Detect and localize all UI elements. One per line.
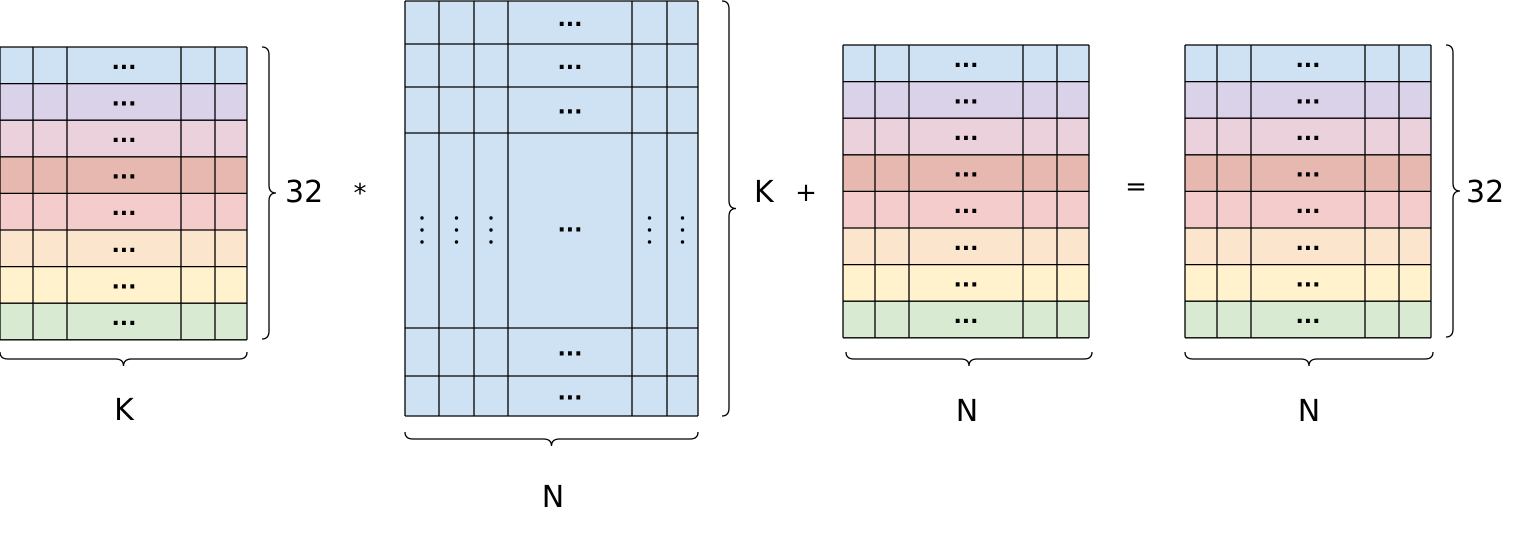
row-ellipsis: ··· [953, 310, 978, 335]
column-ellipsis-dot [647, 240, 652, 244]
matrix-row [0, 120, 247, 157]
row-ellipsis: ··· [111, 275, 136, 300]
column-ellipsis-dot [454, 228, 459, 232]
matrix-a-cols-label: K [114, 393, 135, 428]
matrix-row [1185, 45, 1431, 82]
braces [0, 0, 1461, 447]
matrix-row [843, 301, 1089, 338]
matrix-out: ··· ··· ··· ··· ··· ··· ··· ··· [1184, 44, 1432, 339]
matrix-row [1185, 301, 1431, 338]
row-ellipsis: ··· [557, 386, 582, 411]
multiply-operator: * [354, 179, 367, 209]
row-ellipsis: ··· [1295, 53, 1320, 78]
column-ellipsis-dot [647, 216, 652, 220]
matrix-row [843, 228, 1089, 265]
row-ellipsis: ··· [111, 92, 136, 117]
matrix-row [0, 47, 247, 84]
row-ellipsis: ··· [111, 238, 136, 263]
matrix-row [843, 81, 1089, 119]
row-ellipsis: ··· [1295, 200, 1320, 225]
row-ellipsis: ··· [953, 90, 978, 115]
matrix-row [1185, 81, 1431, 119]
column-ellipsis-dot [454, 240, 459, 244]
column-ellipsis-dot [680, 240, 685, 244]
row-ellipsis: ··· [1295, 90, 1320, 115]
matrix-b-body [405, 1, 698, 416]
column-ellipsis-dot [420, 228, 424, 232]
add-operator: + [795, 178, 817, 208]
matrix-row [843, 191, 1089, 228]
matrix-row [0, 266, 247, 304]
row-ellipsis: ··· [953, 53, 978, 78]
matrix-c: ··· ··· ··· ··· ··· ··· ··· ··· [842, 44, 1090, 339]
vertical-brace [721, 0, 737, 417]
matrix-row [0, 303, 247, 340]
center-ellipsis: ··· [557, 218, 582, 243]
row-ellipsis: ··· [557, 342, 582, 367]
matrix-row [0, 230, 247, 267]
matrix-row [1185, 264, 1431, 302]
row-ellipsis: ··· [1295, 127, 1320, 152]
row-ellipsis: ··· [1295, 310, 1320, 335]
horizontal-brace [845, 351, 1093, 367]
row-ellipsis: ··· [1295, 163, 1320, 188]
matrix-row [843, 45, 1089, 82]
matrix-row [0, 156, 247, 194]
matrix-row [843, 264, 1089, 302]
vertical-brace [261, 46, 277, 340]
matrix-a-rows-label: 32 [285, 175, 323, 210]
matrix-row [0, 83, 247, 121]
row-ellipsis: ··· [1295, 236, 1320, 261]
matrix-row [1185, 118, 1431, 155]
matrix-row [0, 193, 247, 230]
horizontal-brace [0, 351, 248, 367]
row-ellipsis: ··· [111, 129, 136, 154]
column-ellipsis-dot [489, 228, 493, 232]
column-ellipsis-dot [489, 216, 493, 220]
matrix-row [1185, 228, 1431, 265]
vertical-brace [1445, 44, 1461, 338]
matrix-b-rows-label: K [754, 175, 775, 210]
matrix-out-cols-label: N [1298, 394, 1320, 429]
matrix-c-cols-label: N [956, 394, 978, 429]
row-ellipsis: ··· [111, 202, 136, 227]
matrix-a: ··· ··· ··· ··· ··· ··· ··· ··· [0, 46, 248, 341]
row-ellipsis: ··· [111, 55, 136, 80]
matrix-b-cols-label: N [542, 480, 564, 515]
horizontal-brace [404, 431, 699, 447]
row-ellipsis: ··· [557, 100, 582, 125]
row-ellipsis: ··· [953, 163, 978, 188]
row-ellipsis: ··· [953, 236, 978, 261]
column-ellipsis-dot [489, 240, 493, 244]
row-ellipsis: ··· [557, 56, 582, 81]
matrix-row [843, 118, 1089, 155]
row-ellipsis: ··· [1295, 273, 1320, 298]
matrix-out-rows-label: 32 [1466, 175, 1504, 210]
column-ellipsis-dot [647, 228, 652, 232]
row-ellipsis: ··· [953, 200, 978, 225]
column-ellipsis-dot [420, 216, 424, 220]
column-ellipsis-dot [420, 240, 424, 244]
equals-operator: = [1125, 172, 1147, 202]
column-ellipsis-dot [454, 216, 459, 220]
matrix-row [843, 154, 1089, 192]
column-ellipsis-dot [680, 216, 685, 220]
horizontal-brace [1184, 351, 1434, 367]
row-ellipsis: ··· [953, 127, 978, 152]
row-ellipsis: ··· [953, 273, 978, 298]
matrix-b: ··· ··· ··· ··· ··· ··· [404, 0, 699, 417]
row-ellipsis: ··· [111, 165, 136, 190]
column-ellipsis-dot [680, 228, 685, 232]
matrix-row [1185, 154, 1431, 192]
row-ellipsis: ··· [557, 13, 582, 38]
row-ellipsis: ··· [111, 312, 136, 337]
matrix-row [1185, 191, 1431, 228]
